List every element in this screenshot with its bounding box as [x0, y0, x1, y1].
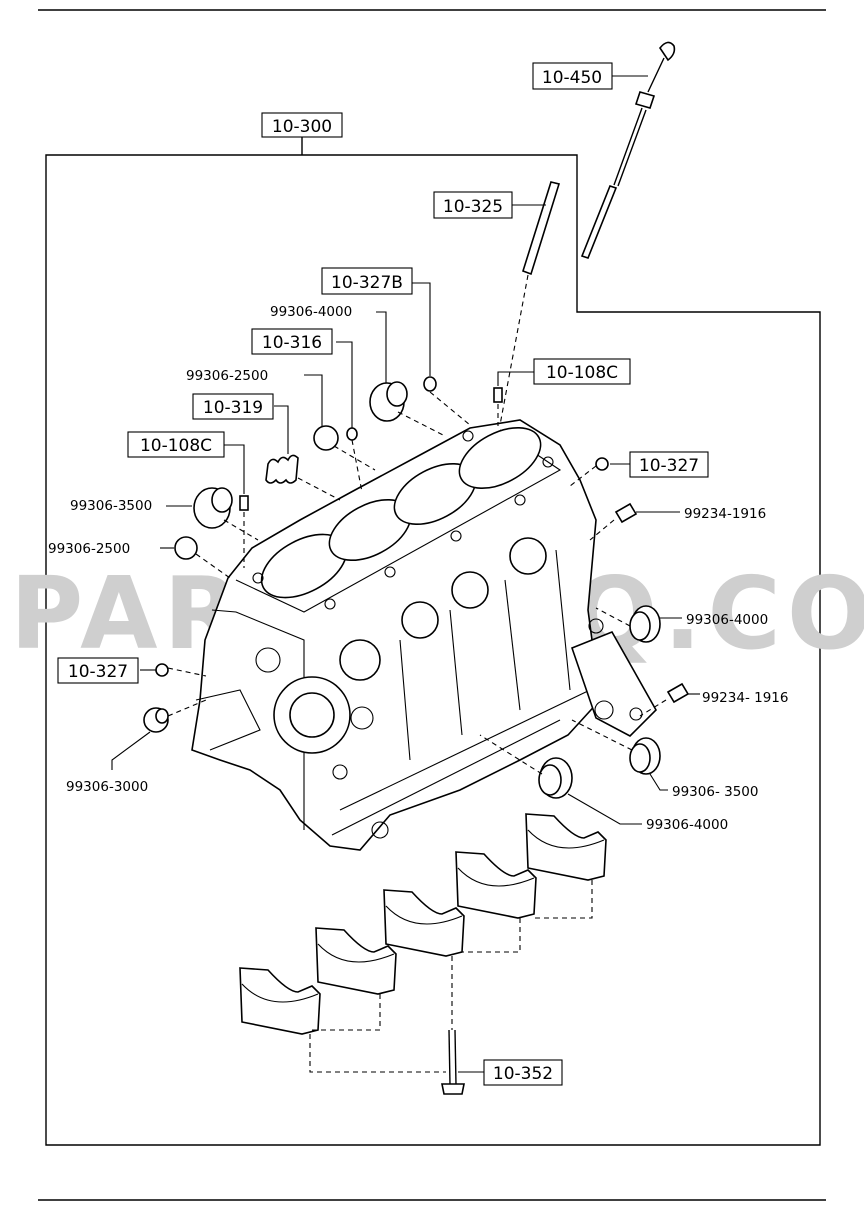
pin-1916-upper-part [589, 502, 680, 541]
label-plug-2500-left: 99306-2500 [48, 541, 130, 557]
svg-text:10-327: 10-327 [68, 662, 128, 682]
callout-dowel-108c-top[interactable]: 10-108C [533, 358, 631, 385]
callout-plug-left[interactable]: 10-327 [57, 657, 139, 684]
plug-327-left-part [140, 663, 207, 677]
plug-2500-left-part [160, 536, 231, 579]
dipstick-part [580, 41, 676, 259]
dowel-108c-left-part [224, 444, 249, 568]
svg-text:10-108C: 10-108C [140, 436, 212, 456]
callout-cap-bolt[interactable]: 10-352 [483, 1059, 563, 1086]
callout-stud-316[interactable]: 10-316 [251, 328, 333, 355]
pin-1916-lower-part [639, 682, 700, 717]
svg-text:10-450: 10-450 [542, 68, 602, 88]
svg-text:10-352: 10-352 [493, 1064, 553, 1084]
svg-text:10-300: 10-300 [272, 117, 332, 137]
svg-text:10-327: 10-327 [639, 456, 699, 476]
svg-text:10-108C: 10-108C [546, 363, 618, 383]
dowel-108c-top-part [493, 371, 534, 426]
plug-3500-right-part [571, 719, 668, 791]
callout-spring-319[interactable]: 10-319 [192, 393, 274, 420]
main-bearing-caps [239, 813, 607, 1073]
callout-block-assembly[interactable]: 10-300 [261, 112, 343, 138]
label-plug-4000-bottom: 99306-4000 [646, 817, 728, 833]
plug-3500-left-part [166, 487, 259, 541]
plug-4000-bottom-part [479, 734, 642, 825]
svg-text:10-316: 10-316 [262, 333, 322, 353]
svg-text:10-325: 10-325 [443, 197, 503, 217]
svg-text:10-319: 10-319 [203, 398, 263, 418]
callout-plug-right[interactable]: 10-327 [629, 451, 709, 478]
label-plug-3500-left: 99306-3500 [70, 498, 152, 514]
svg-text:10-327B: 10-327B [331, 273, 403, 293]
plug-327-right-part [569, 457, 630, 487]
plug-4000-top-part [369, 311, 446, 437]
callout-dipstick[interactable]: 10-450 [532, 62, 613, 90]
label-plug-3500-right: 99306- 3500 [672, 784, 758, 800]
label-plug-4000-top: 99306-4000 [270, 304, 352, 320]
stud-316-part [336, 341, 363, 493]
plug-327b-part [412, 282, 471, 426]
label-plug-4000-right: 99306-4000 [686, 612, 768, 628]
callout-dowel-108c-left[interactable]: 10-108C [127, 431, 225, 458]
plug-4000-right-part [595, 605, 682, 643]
label-plug-3000-left: 99306-3000 [66, 779, 148, 795]
spring-319-part [265, 405, 341, 501]
label-pin-1916-lower: 99234- 1916 [702, 690, 788, 706]
plug-2500-top-part [304, 374, 376, 471]
label-pin-1916-upper: 99234-1916 [684, 506, 766, 522]
callout-dipstick-tube[interactable]: 10-325 [433, 191, 513, 219]
plug-3000-left-part [111, 699, 207, 770]
label-plug-2500-top: 99306-2500 [186, 368, 268, 384]
callout-plug-b[interactable]: 10-327B [321, 267, 413, 295]
cylinder-block [191, 419, 657, 851]
cap-bolt-part [441, 1029, 484, 1095]
assembly-frame [45, 154, 821, 1146]
